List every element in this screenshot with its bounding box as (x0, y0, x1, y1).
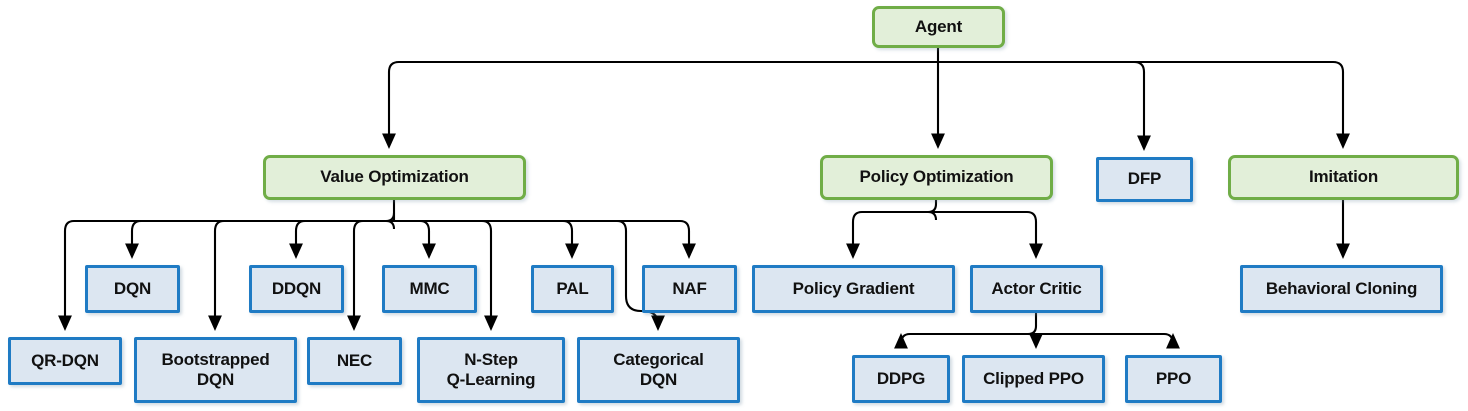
node-value_optimization[interactable]: Value Optimization (263, 155, 526, 200)
node-bootstrapped_dqn[interactable]: Bootstrapped DQN (134, 337, 297, 403)
node-clipped_ppo[interactable]: Clipped PPO (962, 355, 1105, 403)
node-label-mmc: MMC (409, 278, 450, 298)
edge-value-optimization-stem (385, 200, 396, 230)
edge-agent-dfp (938, 60, 1151, 151)
edge-value-optimization-ddqn (289, 219, 394, 259)
edges-value-optimization-children (58, 200, 696, 331)
node-dqn[interactable]: DQN (85, 265, 180, 313)
node-label-value_optimization: Value Optimization (320, 167, 469, 187)
node-label-clipped_ppo: Clipped PPO (983, 368, 1084, 388)
edge-value-optimization-mmc (394, 219, 436, 259)
node-dfp[interactable]: DFP (1096, 157, 1193, 202)
node-label-policy_optimization: Policy Optimization (859, 167, 1014, 187)
edge-policy-optimization-actor-critic (936, 210, 1043, 259)
node-label-pal: PAL (556, 278, 589, 298)
edges-agent-to-level1 (382, 48, 1350, 151)
node-label-naf: NAF (672, 278, 707, 298)
node-behavioral_cloning[interactable]: Behavioral Cloning (1240, 265, 1443, 313)
node-label-agent: Agent (914, 16, 963, 36)
node-label-ddqn: DDQN (271, 278, 322, 298)
node-label-imitation: Imitation (1308, 167, 1379, 187)
node-ddpg[interactable]: DDPG (852, 355, 950, 403)
node-pal[interactable]: PAL (531, 265, 614, 313)
node-ddqn[interactable]: DDQN (249, 265, 344, 313)
edge-policy-optimization-policy-gradient (846, 210, 936, 259)
edge-policy-optimization-stem (927, 200, 938, 221)
node-label-actor_critic: Actor Critic (991, 278, 1082, 298)
edge-value-optimization-naf (394, 219, 696, 259)
node-label-categorical_dqn: Categorical DQN (613, 349, 704, 389)
node-policy_optimization[interactable]: Policy Optimization (820, 155, 1053, 200)
node-n_step_q_learning[interactable]: N-Step Q-Learning (417, 337, 565, 403)
edges-actor-critic-children (894, 313, 1180, 349)
edge-value-optimization-pal (394, 219, 579, 259)
node-label-dqn: DQN (113, 278, 152, 298)
node-label-ddpg: DDPG (876, 368, 926, 388)
node-qr_dqn[interactable]: QR-DQN (8, 337, 122, 385)
node-label-ppo: PPO (1155, 368, 1192, 388)
node-label-behavioral_cloning: Behavioral Cloning (1265, 278, 1418, 298)
node-label-dfp: DFP (1127, 169, 1162, 189)
node-imitation[interactable]: Imitation (1228, 155, 1459, 200)
edge-actor-critic-stem (1027, 313, 1038, 343)
node-policy_gradient[interactable]: Policy Gradient (752, 265, 955, 313)
node-nec[interactable]: NEC (307, 337, 402, 385)
edge-agent-imitation (938, 60, 1350, 149)
node-label-nec: NEC (336, 350, 373, 370)
node-label-n_step_q_learning: N-Step Q-Learning (446, 349, 536, 389)
node-label-policy_gradient: Policy Gradient (792, 278, 915, 298)
edge-actor-critic-ppo (1036, 332, 1180, 349)
node-label-qr_dqn: QR-DQN (31, 350, 99, 370)
node-naf[interactable]: NAF (642, 265, 737, 313)
node-actor_critic[interactable]: Actor Critic (970, 265, 1103, 313)
node-ppo[interactable]: PPO (1125, 355, 1222, 403)
node-label-bootstrapped_dqn: Bootstrapped DQN (161, 349, 270, 389)
edge-value-optimization-nec (347, 219, 394, 331)
edges-policy-optimization-children (846, 200, 1043, 259)
node-mmc[interactable]: MMC (382, 265, 477, 313)
edge-value-optimization-categorical-dqn (394, 219, 665, 331)
edge-actor-critic-ddpg (894, 332, 1036, 349)
node-categorical_dqn[interactable]: Categorical DQN (577, 337, 740, 403)
edge-agent-value-optimization (382, 60, 938, 149)
node-agent[interactable]: Agent (872, 6, 1005, 48)
edge-value-optimization-bootstrapped-dqn (208, 219, 394, 331)
edge-value-optimization-qr-dqn (58, 219, 394, 331)
